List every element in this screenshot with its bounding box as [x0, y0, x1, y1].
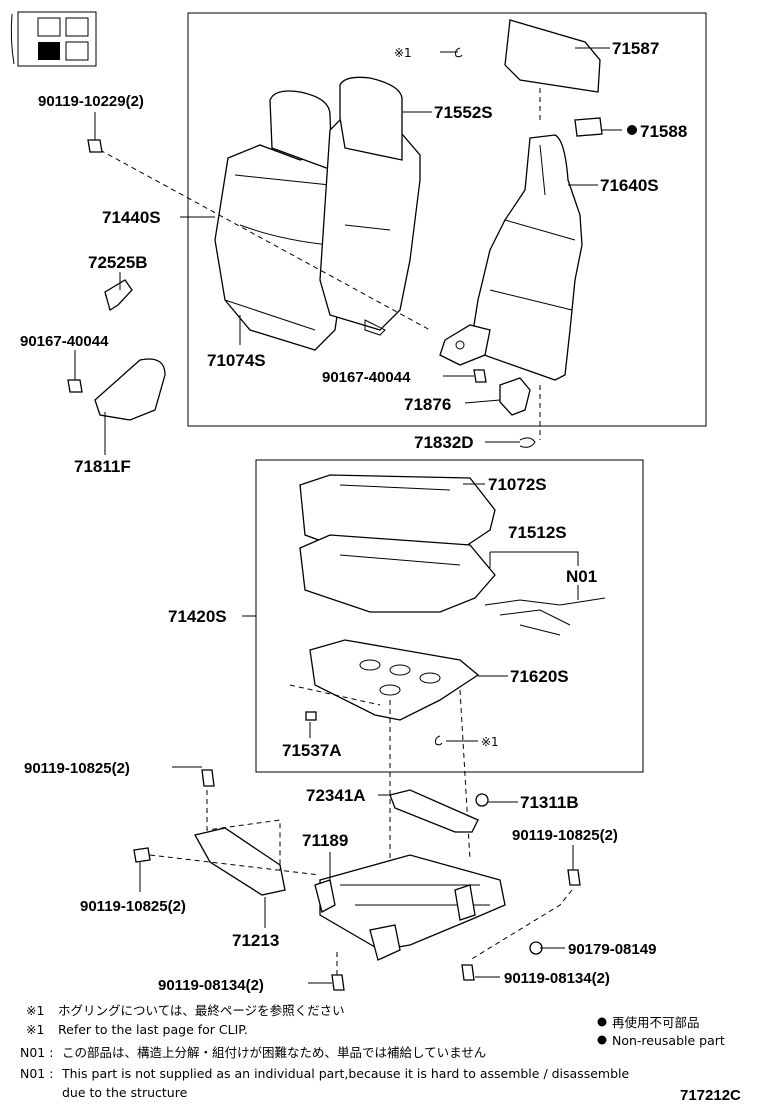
callout-71640S: 71640S — [600, 176, 659, 195]
cushion-frame-illustration — [309, 639, 480, 721]
callout-71537A: 71537A — [282, 741, 342, 760]
callout-71213: 71213 — [232, 931, 279, 950]
callout-90119-08134-right: 90119-08134(2) — [504, 970, 610, 987]
seatback-cover-illustration — [214, 90, 346, 351]
note-text: due to the structure — [62, 1085, 188, 1100]
hog-ring-icon — [435, 735, 443, 746]
plate-72341A-illustration — [389, 789, 479, 833]
guide-line — [289, 684, 381, 706]
seatback-pad-illustration — [319, 76, 421, 336]
bolt-90167-mid-icon — [473, 369, 487, 383]
note-mark: ※1 — [26, 1003, 44, 1018]
legend-non-reusable-icon — [597, 1035, 607, 1045]
bolt-90119-08134-left-icon — [331, 974, 345, 991]
callout-71072S: 71072S — [488, 475, 547, 494]
note-text: ホグリングについては、最終ページを参照ください — [58, 1003, 345, 1018]
callout-90167-40044-mid: 90167-40044 — [322, 369, 411, 386]
callout-71512S: 71512S — [508, 523, 567, 542]
callout-71189: 71189 — [302, 831, 348, 850]
guide-line — [469, 889, 573, 961]
bolt-90119-08134-right-icon — [461, 964, 475, 981]
note-mark: N01 : — [20, 1045, 53, 1060]
callout-90119-10825-top: 90119-10825(2) — [24, 760, 130, 777]
callout-71588: 71588 — [640, 122, 687, 141]
non-reusable-mark-icon — [627, 125, 637, 135]
guide-line — [149, 854, 321, 876]
callout-71620S: 71620S — [510, 667, 569, 686]
callout-N01: N01 — [566, 567, 597, 586]
nut-71311B-icon — [475, 793, 489, 807]
seatback-group-box — [187, 12, 707, 427]
note-text: This part is not supplied as an individu… — [61, 1066, 630, 1081]
callout-71420S: 71420S — [168, 607, 227, 626]
guide-line — [459, 689, 471, 861]
note-text: この部品は、構造上分解・組付けが困難なため、単品では補給していません — [62, 1045, 486, 1060]
diagram-id: 717212C — [680, 1087, 741, 1104]
callout-90119-10825-right: 90119-10825(2) — [512, 827, 618, 844]
callout-72525B: 72525B — [88, 253, 148, 272]
bolt-90119-10825-top-icon — [201, 769, 215, 787]
bolt-90167-left-icon — [67, 379, 83, 393]
vehicle-location-icon — [10, 11, 97, 67]
legend-non-reusable-icon — [597, 1017, 607, 1027]
pin-71537A-illustration — [305, 711, 317, 721]
bolt-90119-10825-right-icon — [567, 869, 581, 886]
leader-lines — [74, 47, 622, 984]
spring-clip-illustration — [519, 437, 536, 448]
guide-line — [206, 790, 281, 870]
callout-71552S: 71552S — [434, 103, 493, 122]
callout-72341A: 72341A — [306, 786, 366, 805]
legend-en: Non-reusable part — [612, 1033, 725, 1048]
seatback-frame-illustration — [439, 134, 583, 381]
wire-harness-illustration — [484, 597, 606, 636]
callout-90119-10229: 90119-10229(2) — [38, 93, 144, 110]
note-text: Refer to the last page for CLIP. — [58, 1022, 248, 1037]
seat-track-illustration — [314, 854, 506, 961]
callout-71587: 71587 — [612, 39, 659, 58]
callout-71832D: 71832D — [414, 433, 474, 452]
note-mark: ※1 — [26, 1022, 44, 1037]
note-mark: N01 : — [20, 1066, 53, 1081]
callout-90119-08134-left: 90119-08134(2) — [158, 977, 264, 994]
clip-mark-bottom: ※1 — [481, 735, 499, 749]
callout-90167-40044-left: 90167-40044 — [20, 333, 109, 350]
clip-72525B-illustration — [104, 279, 133, 312]
callout-90119-10825-left: 90119-10825(2) — [80, 898, 186, 915]
callout-90179-08149: 90179-08149 — [568, 941, 656, 958]
callout-71311B: 71311B — [520, 793, 579, 812]
legend-ja: 再使用不可部品 — [612, 1015, 700, 1030]
callout-71440S: 71440S — [102, 208, 161, 227]
hinge-cover-illustration — [499, 377, 531, 416]
hog-ring-icon — [455, 47, 463, 58]
clip-mark-top: ※1 — [394, 46, 412, 60]
callout-71074S: 71074S — [207, 351, 266, 370]
cushion-pad-illustration — [299, 534, 496, 613]
back-board-illustration — [504, 19, 601, 93]
bolt-90119-10825-left-icon — [133, 847, 151, 863]
small-pad-illustration — [574, 117, 603, 137]
callout-71811F: 71811F — [74, 457, 131, 476]
callout-71876: 71876 — [404, 395, 451, 414]
lever-cover-illustration — [94, 358, 166, 421]
bolt-90119-10229-icon — [87, 139, 103, 153]
